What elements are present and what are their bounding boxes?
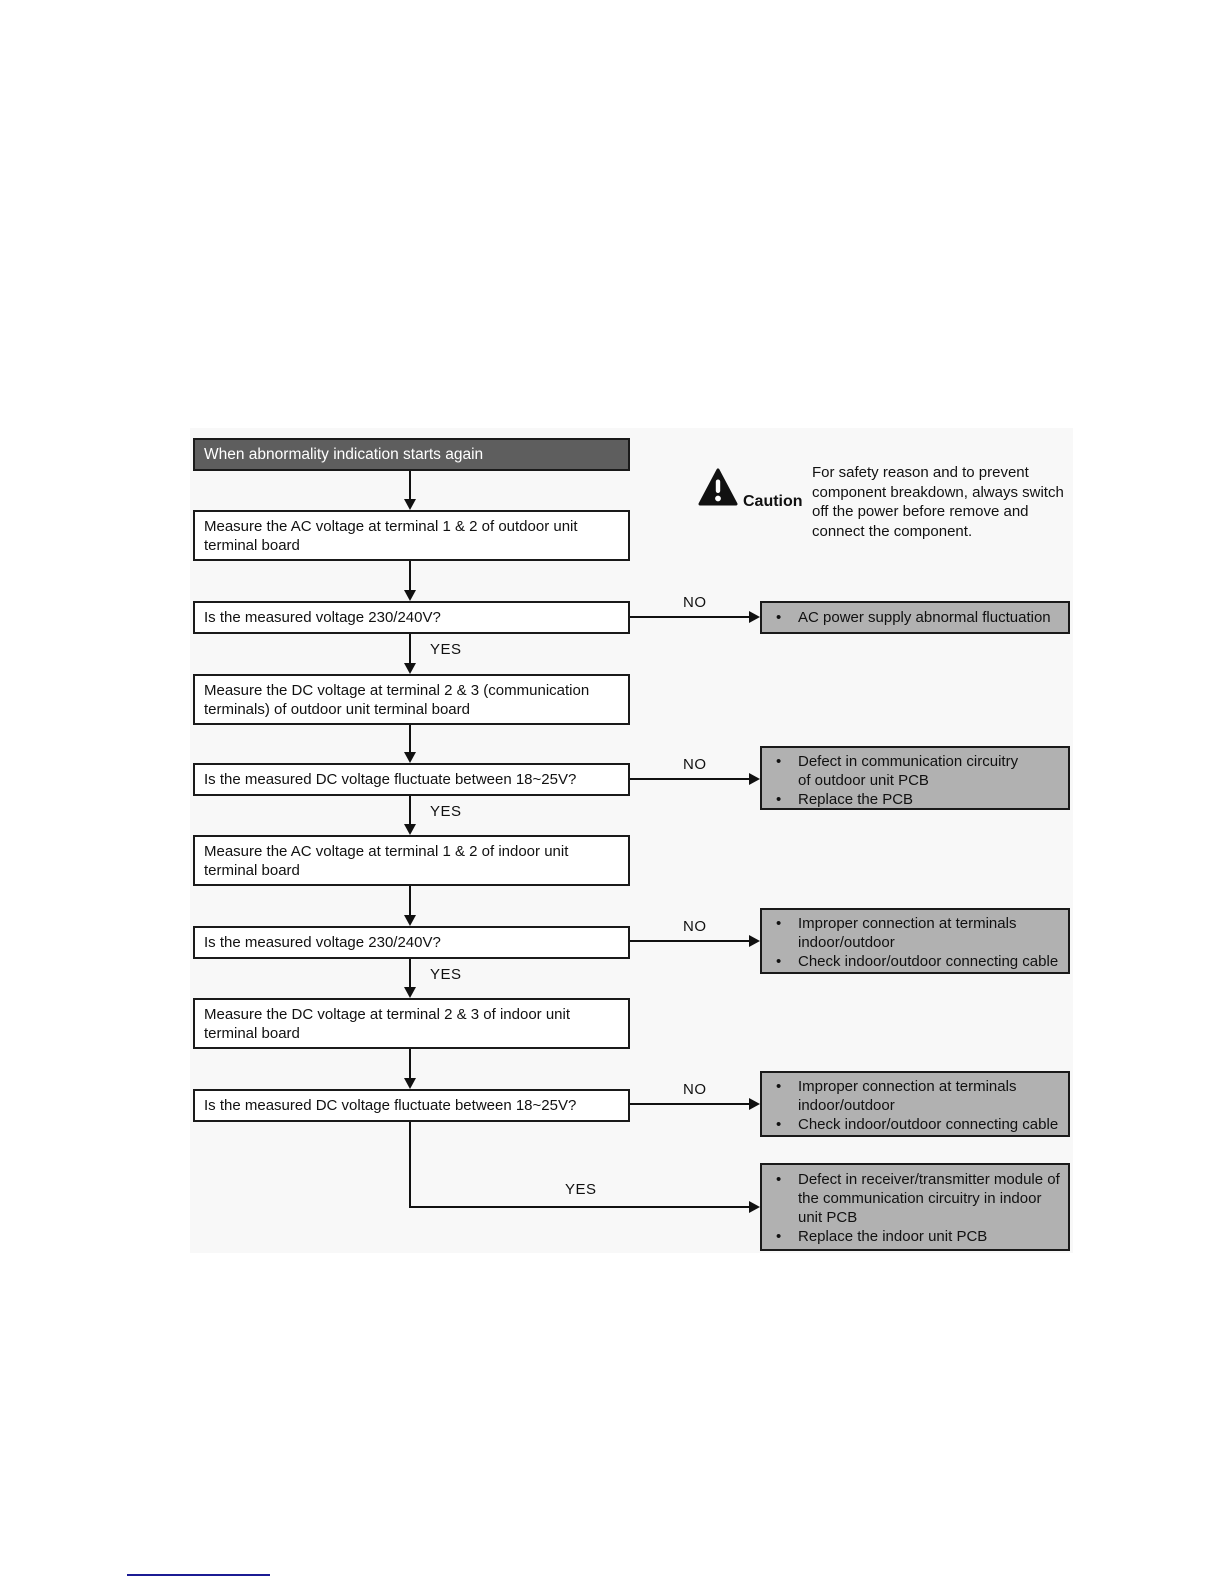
- arrow-line: [630, 778, 751, 780]
- bullet-icon: •: [776, 791, 782, 808]
- process-measure-dc-indoor: Measure the DC voltage at terminal 2 & 3…: [193, 998, 630, 1049]
- arrow-line: [409, 634, 411, 663]
- arrow-line: [630, 1103, 751, 1105]
- yes-label-final: YES: [565, 1181, 597, 1198]
- caution-text: For safety reason and to prevent compone…: [812, 464, 1064, 540]
- arrow-line: [409, 725, 411, 752]
- bullet-icon: •: [776, 1078, 782, 1095]
- arrow-right-icon: [749, 773, 760, 785]
- decision-voltage-outdoor: Is the measured voltage 230/240V?: [193, 601, 630, 634]
- arrow-down-icon: [404, 987, 416, 998]
- result-ac-power-fluctuation: • AC power supply abnormal fluctuation: [760, 601, 1070, 634]
- arrow-line: [409, 1206, 751, 1208]
- process-text: Measure the AC voltage at terminal 1 & 2…: [204, 517, 578, 554]
- decision-text: Is the measured DC voltage fluctuate bet…: [204, 771, 577, 788]
- arrow-line: [409, 561, 411, 590]
- decision-text: Is the measured voltage 230/240V?: [204, 934, 441, 951]
- bullet-icon: •: [776, 1228, 782, 1245]
- result-text: Replace the indoor unit PCB: [798, 1228, 988, 1245]
- result-improper-connection-2: • Improper connection at terminals indoo…: [760, 1071, 1070, 1137]
- process-text: Measure the DC voltage at terminal 2 & 3…: [204, 681, 590, 718]
- arrow-line: [409, 471, 411, 499]
- arrow-line: [409, 959, 411, 987]
- arrow-right-icon: [749, 611, 760, 623]
- flow-start-text: When abnormality indication starts again: [204, 446, 484, 463]
- result-text: AC power supply abnormal fluctuation: [798, 609, 1051, 626]
- decision-dc-indoor: Is the measured DC voltage fluctuate bet…: [193, 1089, 630, 1122]
- process-measure-dc-outdoor: Measure the DC voltage at terminal 2 & 3…: [193, 674, 630, 725]
- result-text: Check indoor/outdoor connecting cable: [798, 1116, 1059, 1133]
- result-text: Replace the PCB: [798, 791, 914, 808]
- result-defect-indoor-pcb: • Defect in receiver/transmitter module …: [760, 1163, 1070, 1251]
- no-label-2: NO: [683, 756, 707, 773]
- decision-dc-outdoor: Is the measured DC voltage fluctuate bet…: [193, 763, 630, 796]
- caution-warning-triangle-icon: [698, 468, 738, 508]
- decision-text: Is the measured DC voltage fluctuate bet…: [204, 1097, 577, 1114]
- bullet-icon: •: [776, 1171, 782, 1188]
- result-text: Improper connection at terminals indoor/…: [798, 915, 1017, 951]
- arrow-down-icon: [404, 752, 416, 763]
- arrow-down-icon: [404, 590, 416, 601]
- arrow-line: [409, 796, 411, 824]
- result-text: Check indoor/outdoor connecting cable: [798, 953, 1059, 970]
- yes-label-3: YES: [430, 966, 462, 983]
- bullet-icon: •: [776, 1116, 782, 1133]
- footer-link-underline[interactable]: [127, 1574, 270, 1576]
- arrow-right-icon: [749, 935, 760, 947]
- result-improper-connection-1: • Improper connection at terminals indoo…: [760, 908, 1070, 974]
- arrow-down-icon: [404, 915, 416, 926]
- bullet-icon: •: [776, 915, 782, 932]
- arrow-down-icon: [404, 824, 416, 835]
- decision-voltage-indoor: Is the measured voltage 230/240V?: [193, 926, 630, 959]
- arrow-down-icon: [404, 663, 416, 674]
- no-label-1: NO: [683, 594, 707, 611]
- result-text: Defect in receiver/transmitter module of…: [798, 1171, 1060, 1226]
- arrow-line: [630, 616, 751, 618]
- bullet-icon: •: [776, 609, 782, 626]
- process-text: Measure the AC voltage at terminal 1 & 2…: [204, 842, 569, 879]
- arrow-line: [409, 1122, 411, 1208]
- arrow-line: [409, 1049, 411, 1078]
- process-measure-ac-indoor: Measure the AC voltage at terminal 1 & 2…: [193, 835, 630, 886]
- result-defect-outdoor-pcb: • Defect in communication circuitry of o…: [760, 746, 1070, 810]
- process-measure-ac-outdoor: Measure the AC voltage at terminal 1 & 2…: [193, 510, 630, 561]
- arrow-right-icon: [749, 1201, 760, 1213]
- arrow-line: [409, 886, 411, 915]
- yes-label-2: YES: [430, 803, 462, 820]
- caution-label: Caution: [743, 493, 803, 510]
- no-label-4: NO: [683, 1081, 707, 1098]
- bullet-icon: •: [776, 953, 782, 970]
- process-text: Measure the DC voltage at terminal 2 & 3…: [204, 1005, 571, 1042]
- arrow-down-icon: [404, 499, 416, 510]
- arrow-down-icon: [404, 1078, 416, 1089]
- result-text: Defect in communication circuitry of out…: [798, 753, 1019, 789]
- no-label-3: NO: [683, 918, 707, 935]
- bullet-icon: •: [776, 753, 782, 770]
- decision-text: Is the measured voltage 230/240V?: [204, 609, 441, 626]
- result-text: Improper connection at terminals indoor/…: [798, 1078, 1017, 1114]
- arrow-line: [630, 940, 751, 942]
- arrow-right-icon: [749, 1098, 760, 1110]
- flow-start-node: When abnormality indication starts again: [193, 438, 630, 471]
- yes-label-1: YES: [430, 641, 462, 658]
